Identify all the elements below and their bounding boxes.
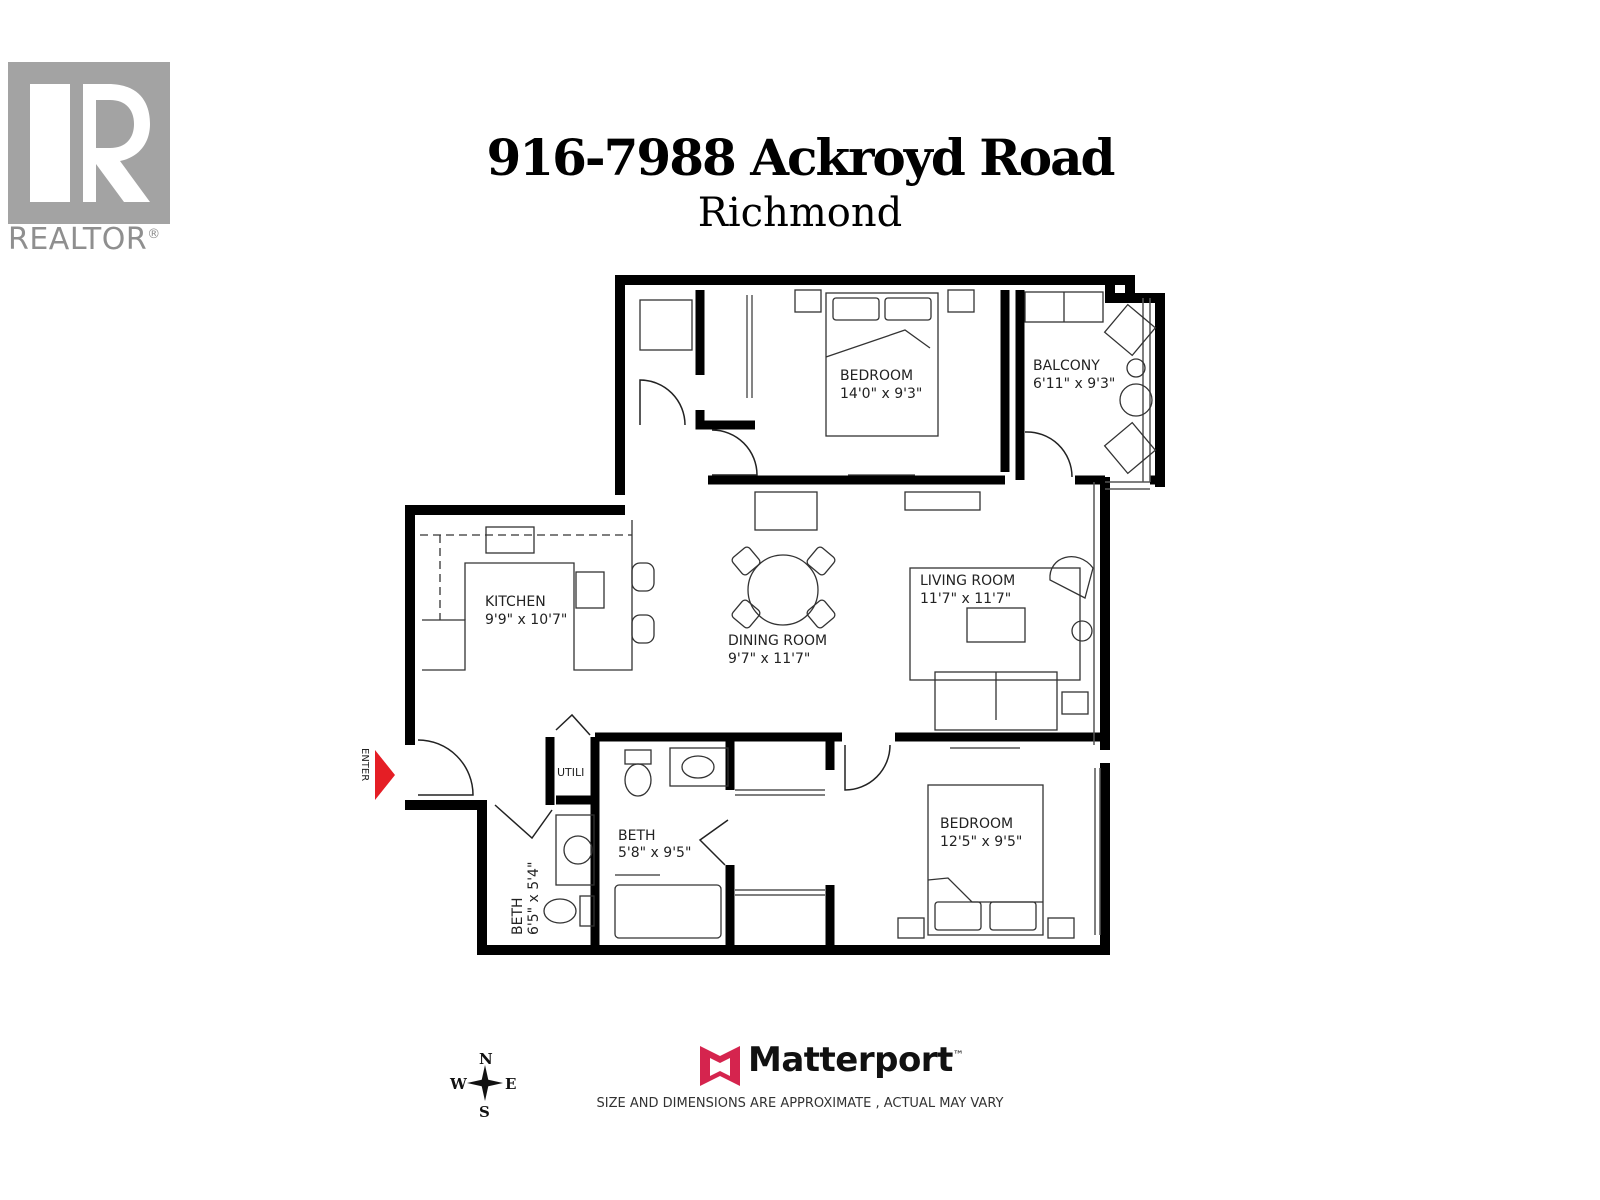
compass-s: S xyxy=(479,1103,490,1121)
kitchen-name: KITCHEN xyxy=(485,594,546,610)
entry-label: ENTER xyxy=(359,748,370,781)
dining-size: 9'7" x 11'7" xyxy=(728,651,810,667)
interior-walls xyxy=(545,290,1160,950)
realtor-brand-text: REALTOR xyxy=(8,222,148,257)
living-size: 11'7" x 11'7" xyxy=(920,591,1011,607)
trademark-mark: ™ xyxy=(952,1048,964,1062)
kitchen-size: 9'9" x 10'7" xyxy=(485,612,567,628)
entry-arrow-icon xyxy=(375,750,395,800)
doors xyxy=(417,379,1073,866)
matterport-brand: Matterport xyxy=(748,1040,953,1080)
bedroom1-size: 14'0" x 9'3" xyxy=(840,386,922,402)
bath1-name: BETH xyxy=(618,828,656,844)
bedroom2-name: BEDROOM xyxy=(940,816,1013,832)
bedroom2-size: 12'5" x 9'5" xyxy=(940,834,1022,850)
balcony-furniture xyxy=(1024,291,1157,475)
realtor-logo: REALTOR® xyxy=(8,62,180,272)
bath1-size: 5'8" x 9'5" xyxy=(618,845,691,861)
bedroom2-furniture xyxy=(897,747,1075,939)
compass-rose-icon: N S E W xyxy=(449,1050,516,1121)
realtor-r-mark xyxy=(8,62,170,224)
registered-mark: ® xyxy=(147,227,161,242)
utility-name: UTILI xyxy=(557,766,584,779)
compass-e: E xyxy=(505,1075,516,1093)
bath2-name: BETH xyxy=(510,897,526,935)
living-name: LIVING ROOM xyxy=(920,573,1015,589)
bedroom1-name: BEDROOM xyxy=(840,368,913,384)
page-title: 916-7988 Ackroyd Road xyxy=(486,128,1116,187)
compass-n: N xyxy=(479,1050,493,1068)
living-furniture xyxy=(904,491,1094,731)
windows xyxy=(1093,298,1151,935)
closets xyxy=(735,295,915,896)
dining-table xyxy=(731,491,836,629)
page-subtitle: Richmond xyxy=(697,190,903,236)
matterport-logo-icon xyxy=(700,1046,740,1086)
bath2-size: 6'5" x 5'4" xyxy=(526,862,542,935)
balcony-name: BALCONY xyxy=(1033,358,1100,374)
compass-w: W xyxy=(449,1075,468,1093)
bedroom1-furniture xyxy=(639,289,975,437)
balcony-size: 6'11" x 9'3" xyxy=(1033,376,1115,392)
dining-name: DINING ROOM xyxy=(728,633,827,649)
disclaimer-text: SIZE AND DIMENSIONS ARE APPROXIMATE , AC… xyxy=(596,1096,1004,1111)
bath-fixtures xyxy=(543,747,729,939)
kitchen-cabinets xyxy=(420,520,655,671)
